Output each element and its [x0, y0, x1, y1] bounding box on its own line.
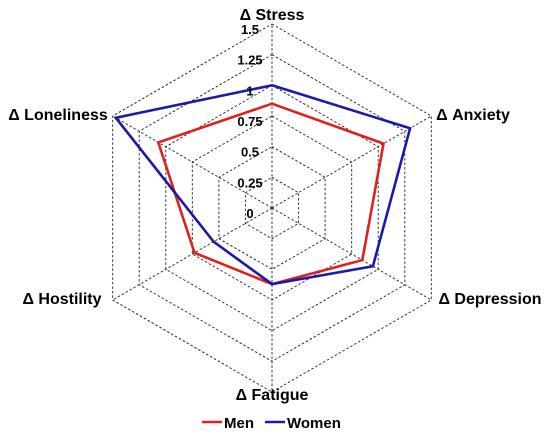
spoke-1	[271, 115, 432, 209]
tick-label: 0.75	[237, 114, 262, 129]
series-layer	[113, 83, 412, 286]
grid-ring-6	[112, 23, 432, 393]
series-women	[113, 83, 412, 286]
axis-label-fatigue: Δ Fatigue	[236, 387, 309, 404]
axis-label-loneliness: Δ Loneliness	[8, 107, 108, 124]
grid-ring-2	[218, 146, 326, 270]
spoke-2	[271, 207, 432, 301]
axis-label-hostility: Δ Hostility	[22, 291, 101, 308]
spoke-4	[112, 207, 273, 301]
axis-label-anxiety: Δ Anxiety	[436, 107, 510, 124]
grid-ring-1	[244, 176, 300, 240]
grid-layer	[112, 23, 432, 393]
legend: Men Women	[202, 415, 341, 432]
axis-label-layer: Δ Stress Δ Anxiety Δ Depression Δ Fatigu…	[8, 7, 541, 404]
tick-label: 1	[246, 83, 253, 98]
spoke-5	[112, 115, 273, 209]
tick-layer: 0 0.25 0.5 0.75 1 1.25 1.5	[237, 22, 262, 221]
tick-label: 1.5	[241, 22, 259, 37]
axis-label-depression: Δ Depression	[438, 291, 541, 308]
tick-label: 0.5	[241, 145, 259, 160]
tick-label: 1.25	[237, 53, 262, 68]
tick-label: 0	[246, 206, 253, 221]
legend-label-men: Men	[224, 415, 254, 432]
legend-label-women: Women	[287, 415, 341, 432]
tick-label: 0.25	[237, 175, 262, 190]
axis-label-stress: Δ Stress	[240, 7, 305, 24]
